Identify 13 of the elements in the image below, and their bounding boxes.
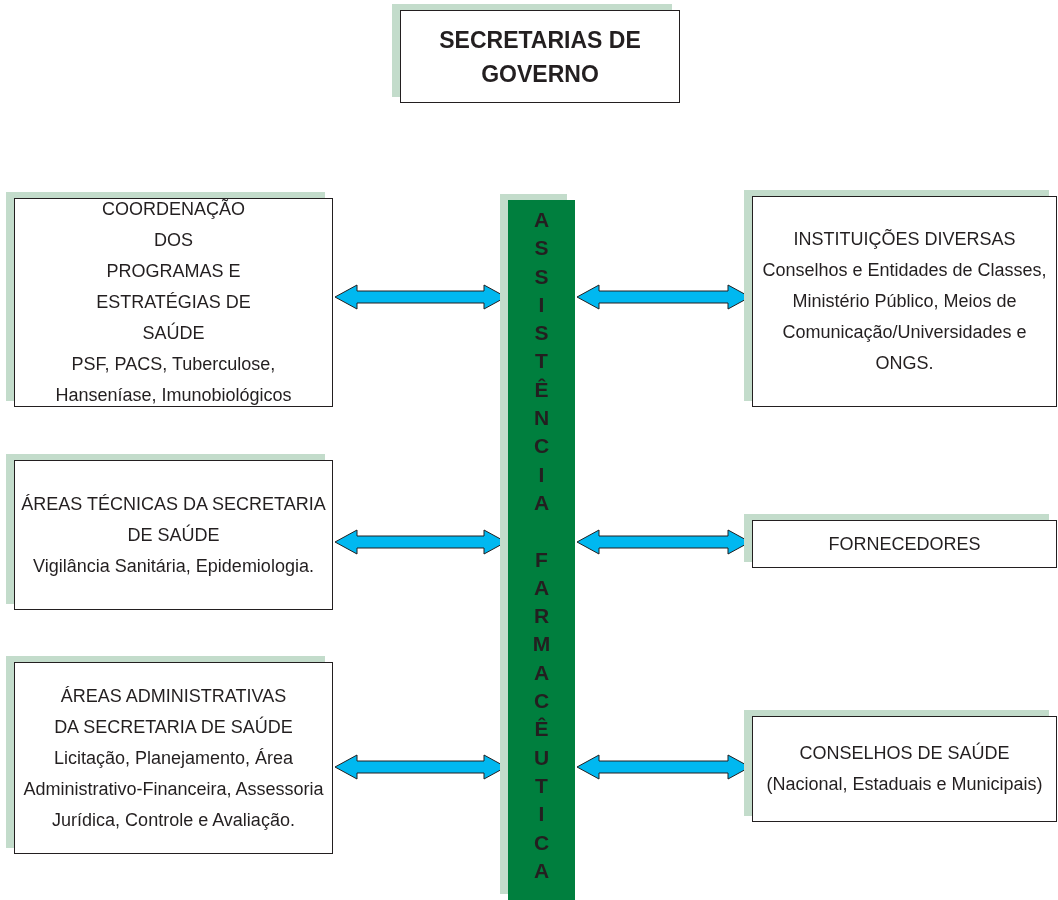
box-text: FORNECEDORES	[828, 532, 981, 556]
vertical-label: ASSISTÊNCIA FARMACÊUTICA	[532, 207, 551, 884]
box-text: Vigilância Sanitária, Epidemiologia.	[33, 554, 314, 578]
box-text: (Nacional, Estaduais e Municipais)	[766, 773, 1043, 796]
box-heading: INSTITUIÇÕES DIVERSAS	[793, 228, 1016, 251]
box-heading: CONSELHOS DE SAÚDE	[799, 741, 1010, 765]
box-text: Licitação, Planejamento, Área Administrativo-Financeira, Assessoria Jurídica, Controle e Avaliação.	[22, 746, 325, 832]
box-text: Conselhos e Entidades de Classes, Ministério Público, Meios de Comunicação/Universidades e ONGS.	[761, 259, 1048, 375]
box-heading: ÁREAS TÉCNICAS DA SECRETARIA DE SAÚDE	[20, 492, 327, 547]
box-text: PSF, PACS, Tuberculose, Hanseníase, Imunobiológicos	[54, 353, 293, 407]
box-heading: COORDENAÇÃO DOS PROGRAMAS E ESTRATÉGIAS DE SAÚDE	[95, 198, 252, 345]
box-text: SECRETARIAS DE GOVERNO	[438, 25, 642, 89]
box-heading: ÁREAS ADMINISTRATIVAS DA SECRETARIA DE SAÚDE	[53, 684, 294, 739]
